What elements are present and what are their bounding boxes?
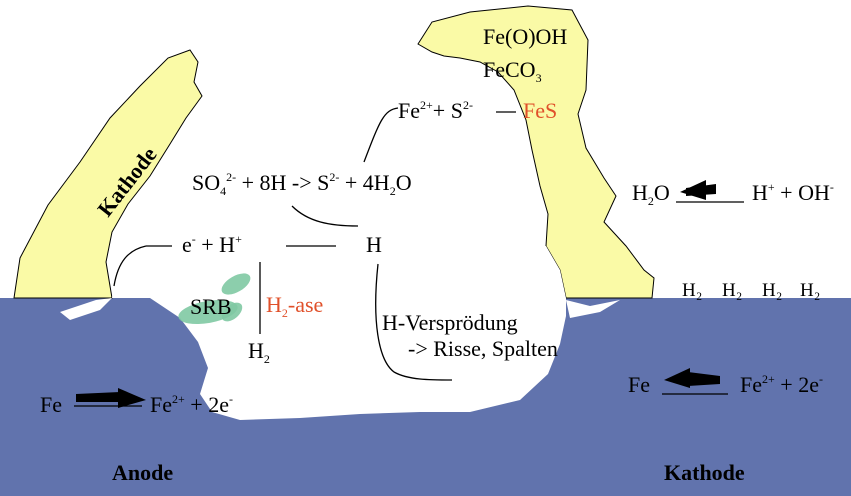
bacterium-cell xyxy=(221,302,243,322)
right-kathode-label: Kathode xyxy=(664,460,745,485)
cathode-fe: Fe xyxy=(628,372,650,397)
left-deposit-layer xyxy=(13,49,203,299)
hydrogen-connector-curve xyxy=(291,205,359,227)
fes-reaction: Fe2++ S2- xyxy=(398,98,473,123)
sulfide-connector-curve xyxy=(363,107,399,163)
cathode-arrow-tip xyxy=(664,368,690,388)
electron-connector-curve xyxy=(113,245,147,287)
anode-products: Fe2+ + 2e- xyxy=(150,392,233,417)
water-equilibrium: H2O xyxy=(632,180,670,208)
fes-product: FeS xyxy=(523,98,557,123)
hydrogen-gas-row-2: H₂ xyxy=(722,280,742,301)
embrittlement-connector-curve xyxy=(375,263,453,381)
cavity-edge-right xyxy=(566,300,620,318)
anode-label: Anode xyxy=(112,460,173,485)
water-arrow-tip xyxy=(680,180,706,200)
deposit-product-1: Fe(O)OH xyxy=(483,24,567,49)
hydrogen-gas-label: H2 xyxy=(248,338,270,366)
sulfate-reduction-reaction: SO42- + 8H -> S2- + 4H2O xyxy=(192,170,412,198)
right-deposit-layer xyxy=(417,5,655,299)
anode-arrow-bar xyxy=(76,392,120,402)
water-products: H+ + OH- xyxy=(752,180,834,205)
deposit-product-2: FeCO3 xyxy=(483,57,542,85)
hydrogen-gas-row-1: H₂ xyxy=(682,280,702,301)
cathode-products: Fe2+ + 2e- xyxy=(740,372,823,397)
bacterium-cell xyxy=(221,273,251,295)
cavity-edge-left xyxy=(60,298,112,320)
anode-fe: Fe xyxy=(40,392,62,417)
hydrogen-atom: H xyxy=(366,232,382,257)
hydrogenase-label: H2-ase xyxy=(266,292,323,320)
anode-arrow-head xyxy=(118,388,146,408)
hydrogen-gas-row-3: H₂ xyxy=(762,280,782,301)
cathode-arrow-bar xyxy=(688,372,720,386)
embrittlement-line-2: -> Risse, Spalten xyxy=(408,336,558,361)
hydrogen-gas-row-4: H₂ xyxy=(800,280,820,301)
embrittlement-line-1: H-Versprödung xyxy=(382,310,518,335)
srb-label: SRB xyxy=(190,294,232,319)
proton-reaction: e- + H+ xyxy=(182,232,242,257)
